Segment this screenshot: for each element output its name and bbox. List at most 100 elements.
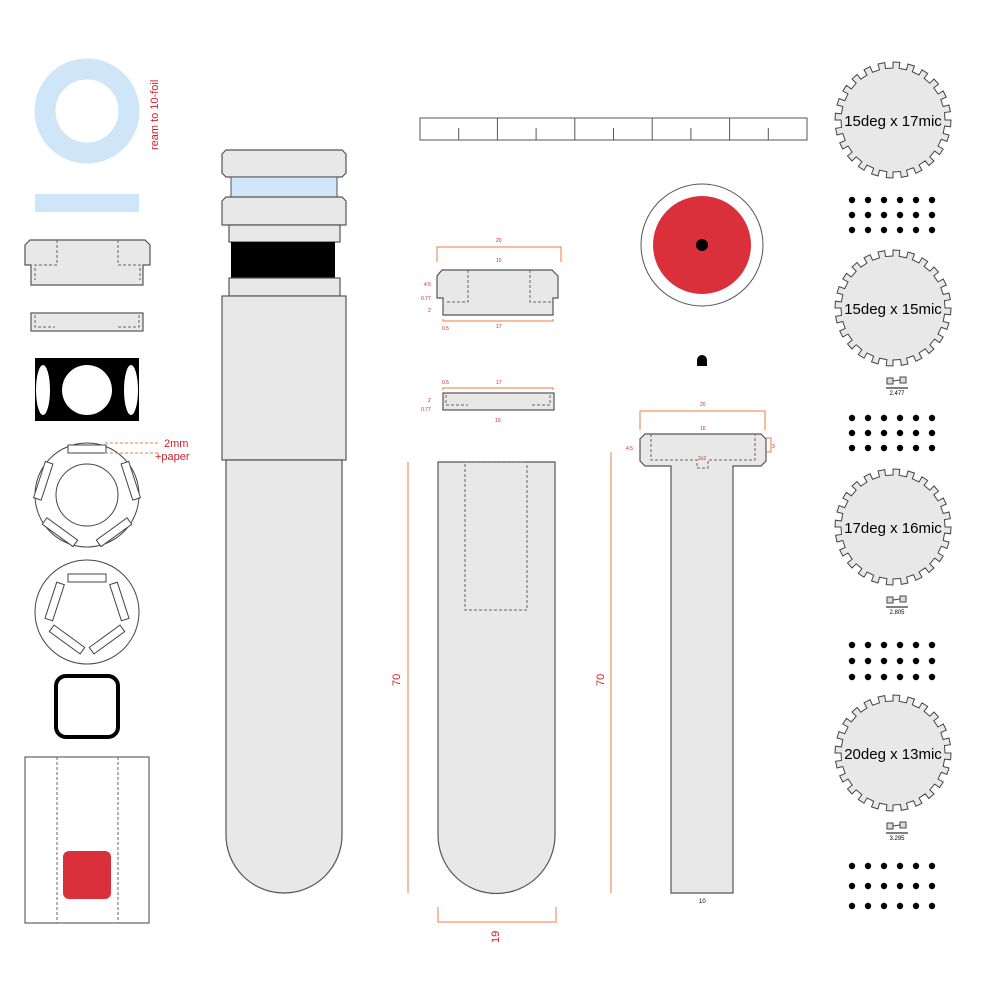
alignment-dot [912,196,920,204]
plate-width-label: 17 [496,380,502,386]
alignment-dot [896,673,904,681]
alignment-dot [896,882,904,890]
width-bottom-label: 19 [490,931,502,943]
cap-width-label: 20 [496,238,502,244]
cap-inner-label: 10 [496,258,502,264]
red-square [63,851,111,899]
alignment-dot [928,414,936,422]
insert-slat [44,581,65,622]
alignment-dot [912,902,920,910]
plate-h1-label: 2 [428,398,431,404]
plate-hidden-lines [34,315,140,328]
alignment-dot [912,444,920,452]
alignment-dot [848,673,856,681]
insert-slat [48,624,86,655]
alignment-dot [880,444,888,452]
thin-plate [30,312,144,332]
alignment-dot [912,673,920,681]
alignment-dot [848,211,856,219]
insert-slat [67,573,107,583]
length-right-label: 70 [595,674,607,686]
alignment-dot [880,226,888,234]
alignment-dot [848,196,856,204]
alignment-dot [848,862,856,870]
plate-bottom-label: 10 [495,418,501,424]
alignment-dot [912,862,920,870]
alignment-dot [896,862,904,870]
alignment-dot [864,673,872,681]
mask-left-hole [36,365,50,415]
alignment-dot [864,862,872,870]
insert-slat [32,460,54,501]
ream-note: ream to 10-foil [149,80,161,150]
alignment-dot [928,882,936,890]
plate-h2-label: 0.77 [421,407,431,413]
alignment-dot [928,657,936,665]
cap-hidden-lines [34,240,141,280]
insert-slat [41,517,79,548]
insert-slat [95,517,133,548]
gear-label: 20deg x 13mic [844,746,942,763]
alignment-dot [880,902,888,910]
alignment-dot [880,641,888,649]
gear-measure: 3.295 [889,836,905,842]
gear-label: 15deg x 17mic [844,113,942,130]
alignment-dot [896,211,904,219]
alignment-dot [864,196,872,204]
alignment-dot [848,641,856,649]
alignment-dot [848,657,856,665]
alignment-dot [928,902,936,910]
alignment-dot [896,429,904,437]
t-side-label: 3 [772,444,775,450]
alignment-dot [848,444,856,452]
alignment-dot [928,641,936,649]
alignment-dot [912,226,920,234]
alignment-dot [864,902,872,910]
alignment-dot [880,862,888,870]
gear-label: 15deg x 15mic [844,301,942,318]
t-width-label: 20 [700,402,706,408]
alignment-dot [880,657,888,665]
t-bottom-label: 10 [699,899,706,905]
tube-drawing [437,461,556,895]
insert-slat [67,444,107,454]
alignment-dot [912,641,920,649]
alignment-dot [928,196,936,204]
mask-right-hole [124,365,138,415]
cap-h1-label: 4.5 [424,282,431,288]
insert-slat [109,581,130,622]
alignment-dot [928,673,936,681]
alignment-dot [864,657,872,665]
alignment-dot [880,211,888,219]
gap-note-2: +paper [155,451,190,463]
cap-h2-label: 0.77 [421,296,431,302]
alignment-dot [928,226,936,234]
alignment-dot [864,882,872,890]
alignment-dot [896,444,904,452]
gap-note-1: 2mm [164,438,188,450]
alignment-dot [848,882,856,890]
pentagon-holder-2 [34,559,140,665]
mask-center-hole [62,365,112,415]
alignment-dot [912,657,920,665]
assembled-tube [221,149,347,894]
alignment-dot [912,414,920,422]
alignment-dot [928,211,936,219]
insert-slat [88,624,126,655]
gear-1: 15deg x 17mic [834,61,952,234]
blue-ring [34,58,140,164]
alignment-dot [880,882,888,890]
alignment-dot [880,673,888,681]
t-slot-label: 2x2 [698,456,706,462]
alignment-dot [848,414,856,422]
small-plug [697,355,707,366]
plate-lip-label: 0.5 [442,380,449,386]
alignment-dot [848,902,856,910]
gear-4: 20deg x 13mic 3.295 [834,694,952,910]
cap-part [24,239,151,286]
alignment-dot [864,414,872,422]
alignment-dot [912,211,920,219]
